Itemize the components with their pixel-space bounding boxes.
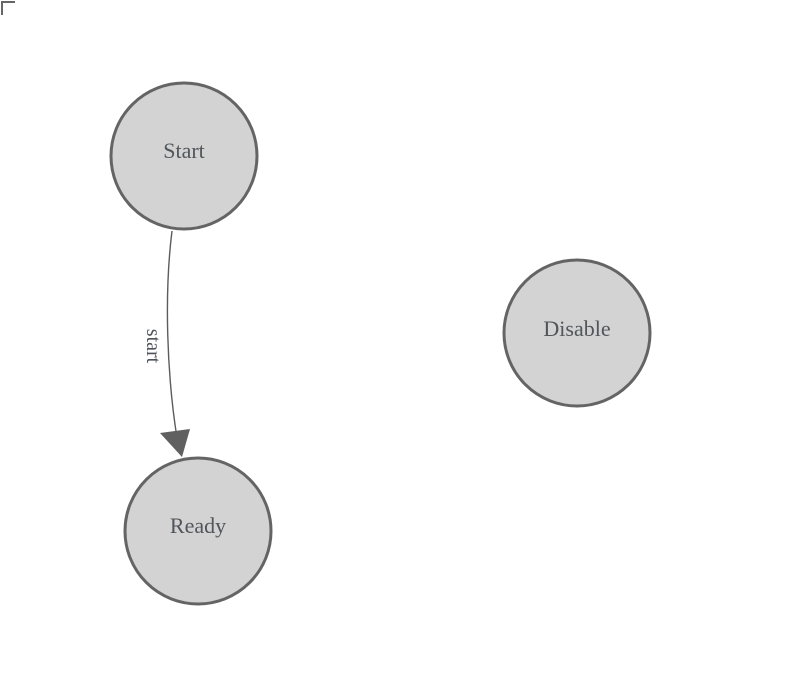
node-ready[interactable]: Ready bbox=[123, 456, 273, 606]
paper-corner-icon bbox=[1, 1, 15, 15]
node-disable-circle bbox=[502, 258, 652, 408]
edge-label: start bbox=[142, 329, 164, 364]
node-start[interactable]: Start bbox=[109, 81, 259, 231]
edge-line bbox=[166, 230, 178, 439]
edge-start-to-ready[interactable]: start bbox=[142, 230, 190, 457]
node-ready-label: Ready bbox=[170, 513, 226, 538]
node-disable-label: Disable bbox=[543, 316, 610, 341]
node-start-label: Start bbox=[163, 138, 205, 163]
node-start-circle bbox=[109, 81, 259, 231]
node-ready-circle bbox=[123, 456, 273, 606]
arrowhead-icon bbox=[160, 429, 190, 457]
node-disable[interactable]: Disable bbox=[502, 258, 652, 408]
